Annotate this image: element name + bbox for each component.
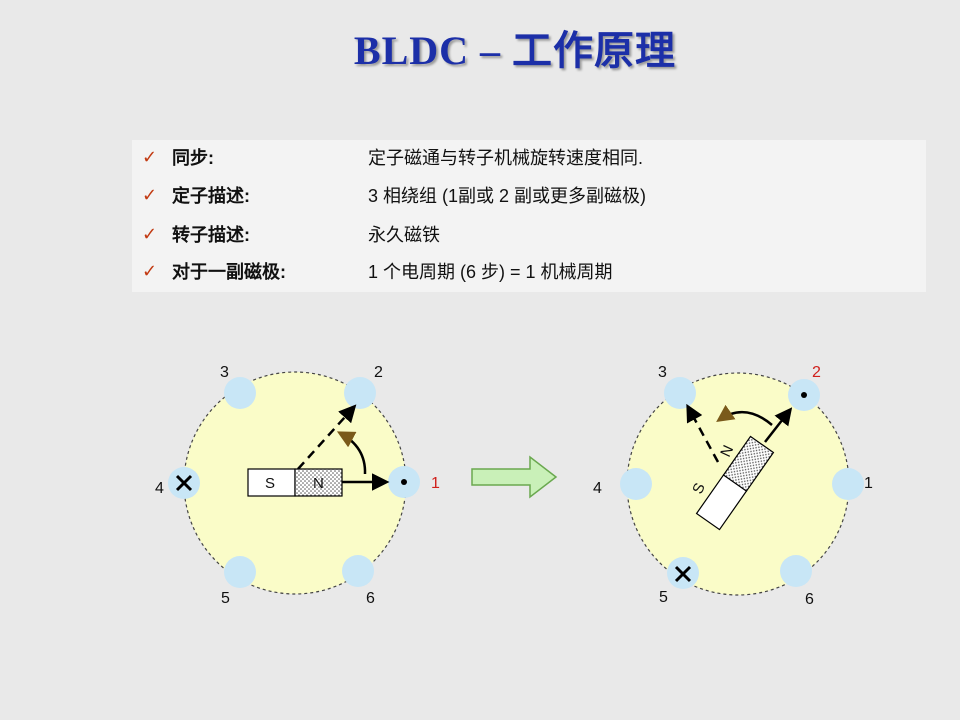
bullet-value: 1 个电周期 (6 步) = 1 机械周期 <box>368 262 613 282</box>
bullet-value: 3 相绕组 (1副或 2 副或更多副磁极) <box>368 186 647 206</box>
bullet-label: 同步: <box>172 148 214 168</box>
bullet-label: 对于一副磁极: <box>172 262 286 282</box>
checkmark-icon: ✓ <box>142 146 158 167</box>
slide-title: BLDC – 工作原理 <box>0 18 960 76</box>
transition-arrow-icon <box>471 455 558 499</box>
magnet-south-pole <box>247 468 296 497</box>
slide-title-text: BLDC – 工作原理 <box>353 28 677 73</box>
slot-label-5: 5 <box>221 590 230 607</box>
stator-slot-2 <box>344 377 376 409</box>
stator-slot-4 <box>620 468 652 500</box>
stator-slot-3 <box>224 377 256 409</box>
current-in-dot-icon <box>401 479 407 485</box>
stator-slot-3 <box>664 377 696 409</box>
current-out-cross-icon <box>175 474 193 492</box>
slot-label-4: 4 <box>593 480 602 497</box>
slot-label-1: 1 <box>864 475 873 492</box>
slot-label-2: 2 <box>812 364 821 381</box>
slot-label-6: 6 <box>805 591 814 608</box>
stator-slot-1 <box>832 468 864 500</box>
slot-label-1: 1 <box>431 475 440 492</box>
motor-left: 1 2 3 4 5 6 S N <box>155 364 440 607</box>
stator-slot-6 <box>342 555 374 587</box>
bullet-panel: ✓ 同步: 定子磁通与转子机械旋转速度相同. ✓ 定子描述: 3 相绕组 (1副… <box>132 140 926 292</box>
slot-label-2: 2 <box>374 364 383 381</box>
permanent-magnet <box>695 435 775 531</box>
bullet-value: 永久磁铁 <box>368 225 440 245</box>
rotation-curve-arrow <box>716 404 773 426</box>
bldc-diagram: 1 2 3 4 5 6 S N 1 2 3 4 <box>155 364 873 608</box>
permanent-magnet: S N <box>247 468 343 497</box>
current-out-cross-icon <box>674 565 692 583</box>
current-in-dot-icon <box>801 392 807 398</box>
magnet-s-label: S <box>265 475 275 492</box>
rotation-curve-arrow <box>336 431 367 475</box>
checkmark-icon: ✓ <box>142 260 158 281</box>
slot-label-6: 6 <box>366 590 375 607</box>
motor-right: 1 2 3 4 5 6 S N <box>593 364 873 608</box>
bullet-label: 转子描述: <box>172 225 250 245</box>
checkmark-icon: ✓ <box>142 184 158 205</box>
bullet-label: 定子描述: <box>172 186 250 206</box>
stator-slot-6 <box>780 555 812 587</box>
slot-label-4: 4 <box>155 480 164 497</box>
magnet-n-label: N <box>313 475 324 492</box>
magnet-north-pole <box>294 468 343 497</box>
slot-label-3: 3 <box>658 364 667 381</box>
stator-slot-5 <box>224 556 256 588</box>
slot-label-3: 3 <box>220 364 229 381</box>
bullet-value: 定子磁通与转子机械旋转速度相同. <box>368 148 643 168</box>
stator-flux-dashed-arrow <box>686 403 720 463</box>
checkmark-icon: ✓ <box>142 223 158 244</box>
rotor-flux-arrow <box>764 407 793 443</box>
slot-label-5: 5 <box>659 589 668 606</box>
magnet-north-pole <box>722 435 775 492</box>
